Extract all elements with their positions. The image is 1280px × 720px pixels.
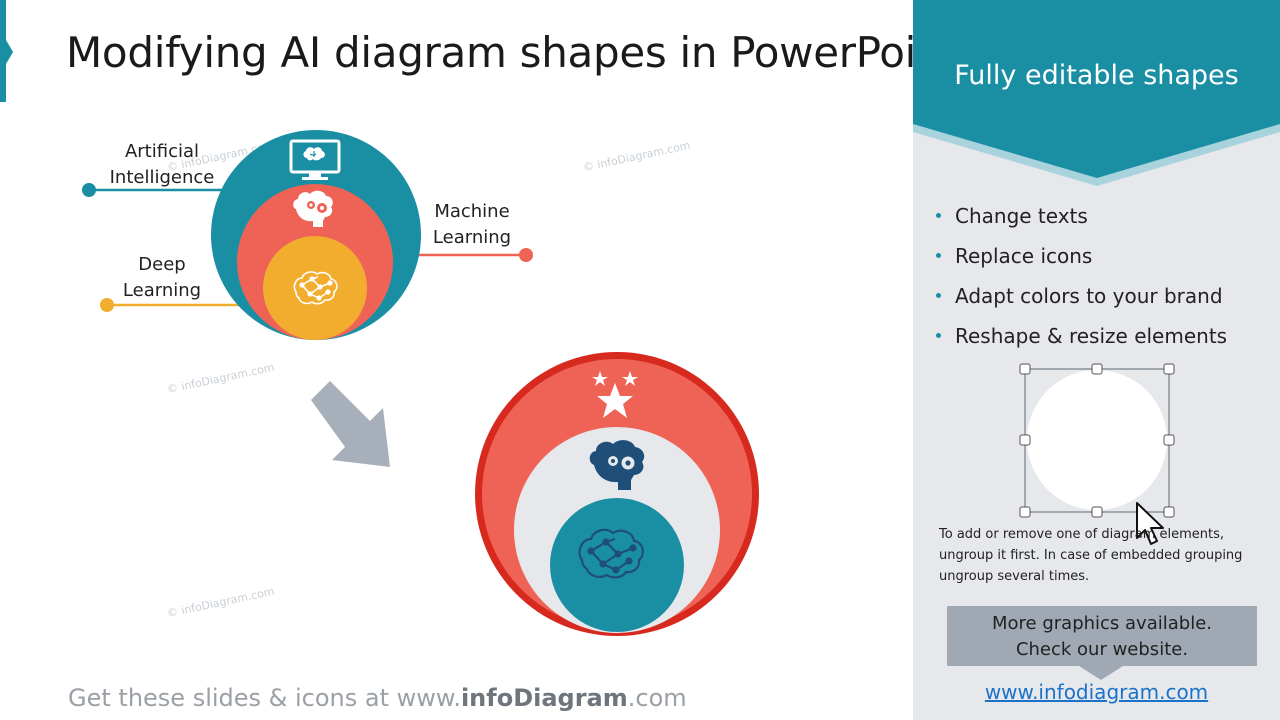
callout-line: Check our website. bbox=[1015, 639, 1189, 660]
label-line: Intelligence bbox=[109, 167, 215, 188]
footer-prefix: Get these slides & icons at www. bbox=[68, 684, 461, 712]
label-deep-learning: Deep Learning bbox=[112, 252, 212, 304]
feature-list: Change texts Replace icons Adapt colors … bbox=[935, 196, 1227, 356]
ungroup-note: To add or remove one of diagram elements… bbox=[939, 527, 1243, 584]
brain-gears-icon bbox=[589, 440, 645, 490]
cursor-icon bbox=[1136, 502, 1164, 545]
connector-ai bbox=[82, 183, 222, 197]
label-line: Machine bbox=[434, 201, 510, 222]
inner-teal-circle bbox=[550, 498, 684, 632]
brain-network-icon bbox=[578, 528, 644, 579]
panel-title: Fully editable shapes bbox=[954, 60, 1239, 91]
footer-brand: infoDiagram bbox=[460, 684, 628, 712]
callout-text: More graphics available. Check our websi… bbox=[947, 611, 1257, 663]
label-line: Deep bbox=[138, 254, 186, 275]
left-accent-notch bbox=[6, 40, 13, 64]
left-accent-bar bbox=[0, 0, 6, 102]
website-link[interactable]: www.infodiagram.com bbox=[984, 680, 1209, 704]
footer-promo: Get these slides & icons at www.infoDiag… bbox=[68, 684, 687, 712]
feature-item: Reshape & resize elements bbox=[935, 316, 1227, 356]
dl-circle bbox=[263, 236, 367, 340]
transition-arrow bbox=[311, 381, 390, 467]
feature-item: Replace icons bbox=[935, 236, 1227, 276]
label-line: Learning bbox=[122, 280, 202, 301]
more-graphics-callout: More graphics available. Check our websi… bbox=[947, 606, 1257, 680]
info-panel: Fully editable shapes Change texts Repla… bbox=[913, 0, 1280, 720]
label-line: Learning bbox=[432, 227, 512, 248]
resize-handles bbox=[1019, 363, 1175, 518]
ai-diagram bbox=[82, 130, 759, 636]
brain-gears-icon bbox=[293, 190, 333, 227]
resize-illustration bbox=[1019, 363, 1175, 545]
label-artificial-intelligence: Artificial Intelligence bbox=[106, 139, 218, 191]
label-line: Artificial bbox=[124, 141, 200, 162]
feature-item: Adapt colors to your brand bbox=[935, 276, 1227, 316]
label-machine-learning: Machine Learning bbox=[420, 199, 524, 251]
footer-suffix: .com bbox=[627, 684, 687, 712]
callout-line: More graphics available. bbox=[992, 613, 1212, 634]
slide-title: Modifying AI diagram shapes in PowerPoin… bbox=[66, 28, 959, 77]
stars-icon bbox=[592, 371, 638, 418]
panel-header-banner bbox=[913, 0, 1280, 186]
brain-network-icon bbox=[293, 271, 338, 305]
feature-item: Change texts bbox=[935, 196, 1227, 236]
monitor-brain-icon bbox=[289, 139, 341, 180]
